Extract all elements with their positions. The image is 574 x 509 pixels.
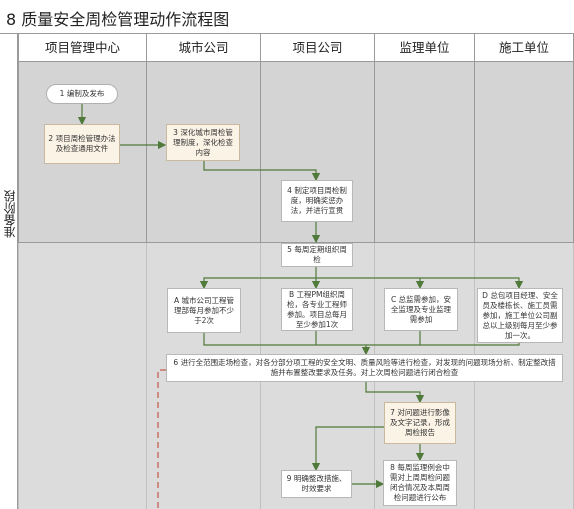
arrow-D-6 [420,343,520,346]
node-1-compile-publish: 1 编制及发布 [46,84,118,104]
arrow-7-9 [311,426,405,472]
page-title: 8 质量安全周检管理动作流程图 [6,10,230,29]
node-text: 3 深化城市周检管理制度，深化检查内容 [173,127,233,157]
arrow-5-D [420,277,524,290]
node-3-city-rules: 3 深化城市周检管理制度，深化检查内容 [166,124,240,161]
node-6-site-inspection: 6 进行全范围走场检查，对各分部分项工程的安全文明、质量风险等进行检查，对发现的… [166,354,563,382]
node-text: A 城市公司工程管理部每月参加不少于2次 [173,295,234,325]
lane-title: 项目公司 [292,40,343,55]
lane-header-construction: 施工单位 [474,34,574,62]
title-bar: 8 质量安全周检管理动作流程图 [0,0,574,34]
node-8-weekly-meeting: 8 每周监理例会中需对上周周检问题闭合情况及本周周检问题进行公布 [383,460,457,506]
lane-header-supervision: 监理单位 [374,34,474,62]
node-text: B 工程PM组织周检，各专业工程师参加。项目总每月至少参加1次 [287,289,347,329]
node-7-inspection-report: 7 对问题进行影像及文字记录，形成周检报告 [384,402,456,444]
node-text: 2 项目周检管理办法及检查通用文件 [48,134,116,153]
node-text: 1 编制及发布 [59,89,105,98]
arrow-5-A [199,277,316,290]
lane-header-project-center: 项目管理中心 [18,34,146,62]
node-4-project-system: 4 制定项目周检制度，明确奖惩办法，并进行宣贯 [281,180,353,222]
node-text: 4 制定项目周检制度，明确奖惩办法，并进行宣贯 [287,186,347,215]
arrow-6-7 [365,382,425,404]
lane-header-city-company: 城市公司 [146,34,260,62]
arrow-5-C [316,277,425,290]
lane-title: 城市公司 [178,40,229,55]
node-5-weekly-inspection: 5 每周定期组织周检 [281,243,353,267]
lane-header-project-company: 项目公司 [260,34,374,62]
node-text: C 总监需参加，安全监理及专业监理需参加 [390,294,452,324]
node-text: 7 对问题进行影像及文字记录，形成周检报告 [390,408,450,437]
arrow-3-4 [203,161,321,182]
lane-title: 监理单位 [399,40,450,55]
arrow-A-6 [203,333,371,356]
node-text: 5 每周定期组织周检 [287,245,347,264]
phase-separator [18,242,574,243]
node-C-supervisor: C 总监需参加，安全监理及专业监理需参加 [384,288,458,331]
lane-title: 施工单位 [498,40,549,55]
node-text: 6 进行全范围走场检查，对各分部分项工程的安全文明、质量风险等进行检查，对发现的… [173,358,556,377]
node-text: 9 明确整改措施、时效要求 [286,474,347,493]
node-text: D 总包项目经理、安全员及楼栋长、施工员需参加，施工单位公司副总以上级别每月至少… [482,290,558,340]
node-D-contractor: D 总包项目经理、安全员及楼栋长、施工员需参加，施工单位公司副总以上级别每月至少… [477,288,563,343]
lane-title: 项目管理中心 [44,40,120,55]
node-2-project-weekly-rules: 2 项目周检管理办法及检查通用文件 [44,124,120,164]
dashed-loop-line [157,369,166,509]
node-A-city-participation: A 城市公司工程管理部每月参加不少于2次 [167,288,241,333]
phase-column: 准备阶段 [0,34,18,509]
node-B-pm-organize: B 工程PM组织周检，各专业工程师参加。项目总每月至少参加1次 [281,288,353,331]
node-text: 8 每周监理例会中需对上周周检问题闭合情况及本周周检问题进行公布 [390,463,450,502]
arrow-C-6 [366,331,421,346]
node-9-rectification: 9 明确整改措施、时效要求 [281,470,352,498]
